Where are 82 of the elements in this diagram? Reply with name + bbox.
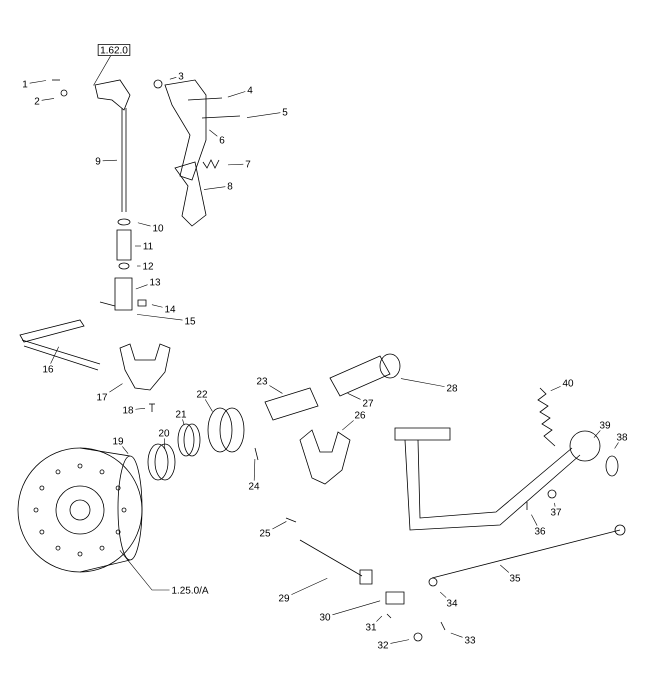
callout-number: 7 [246, 160, 250, 168]
leader-line [164, 438, 166, 450]
callout-number: 19 [113, 437, 124, 445]
leader-line [50, 346, 59, 364]
leader-line [102, 160, 118, 162]
leader-line [440, 592, 446, 598]
callout-number: 9 [96, 157, 100, 165]
callout-number: 10 [153, 224, 164, 232]
leader-line [614, 442, 619, 449]
leader-line [400, 378, 445, 387]
leader-line [120, 550, 170, 590]
leader-line [109, 383, 123, 392]
callout-number: 37 [550, 508, 562, 516]
leader-line [182, 419, 184, 426]
leader-line [122, 446, 128, 454]
leader-line [347, 393, 361, 400]
callout-number: 38 [616, 433, 628, 441]
leader-line [500, 564, 510, 573]
callout-number: 3 [178, 72, 184, 80]
callout-number: 35 [510, 574, 520, 582]
leader-line [450, 632, 463, 638]
callout-number: 30 [320, 613, 330, 621]
callout-number: 12 [143, 262, 154, 270]
callout-number: 29 [278, 594, 290, 602]
callout-number: 40 [562, 379, 574, 387]
leader-line [594, 430, 601, 438]
leader-line [269, 385, 283, 394]
callout-number: 33 [464, 636, 476, 644]
leader-line [41, 98, 54, 101]
leader-line [204, 399, 213, 412]
callout-number: 11 [144, 242, 153, 250]
leader-line [228, 164, 244, 166]
callout-number: 2 [34, 98, 40, 104]
leader-line [291, 578, 328, 595]
leader-line [136, 314, 183, 320]
leader-line [135, 408, 146, 410]
leader-line [228, 91, 246, 98]
leader-line [332, 600, 380, 616]
leader-line [531, 514, 538, 526]
callout-number: 23 [256, 377, 268, 385]
leader-line [342, 420, 354, 430]
leader-line [209, 130, 218, 137]
callout-number: 1 [23, 80, 28, 88]
callout-number: 17 [97, 394, 108, 400]
leader-line [554, 502, 556, 507]
callout-number: 4 [247, 86, 252, 94]
callout-number: 24 [248, 482, 260, 490]
callout-number: 36 [534, 527, 546, 535]
callout-number: 5 [282, 108, 288, 116]
leader-line [93, 56, 111, 86]
callout-number: 21 [176, 410, 186, 418]
leader-line [246, 112, 281, 118]
callout-number: 8 [228, 182, 232, 190]
callout-number: 14 [165, 306, 176, 312]
callout-number: 22 [196, 390, 208, 398]
leader-line [136, 284, 148, 290]
leader-line [204, 186, 226, 190]
leader-line [390, 639, 410, 644]
callout-number: 15 [185, 318, 196, 324]
callout-number: 6 [220, 136, 224, 144]
leader-line [152, 304, 163, 308]
callout-number: 18 [123, 406, 134, 414]
leader-line [254, 458, 256, 481]
leader-line [376, 616, 382, 622]
callout-number: 39 [600, 421, 610, 429]
callout-number: 16 [43, 365, 54, 373]
callout-number: 13 [150, 278, 160, 286]
callout-number: 20 [158, 429, 170, 437]
callout-number: 34 [446, 599, 458, 607]
leader-line [170, 77, 177, 80]
leader-line [29, 80, 46, 84]
callout-number: 26 [354, 411, 366, 419]
callout-number: 32 [378, 641, 388, 649]
reference-label: 1.25.0/A [172, 586, 209, 594]
leader-line [550, 386, 561, 392]
callout-number: 28 [446, 384, 458, 392]
callout-number: 27 [362, 400, 374, 406]
reference-box: 1.62.0 [98, 44, 130, 56]
leader-line [138, 222, 151, 226]
callout-number: 25 [260, 529, 270, 537]
callout-number: 31 [366, 623, 376, 631]
leader-line [272, 521, 287, 530]
